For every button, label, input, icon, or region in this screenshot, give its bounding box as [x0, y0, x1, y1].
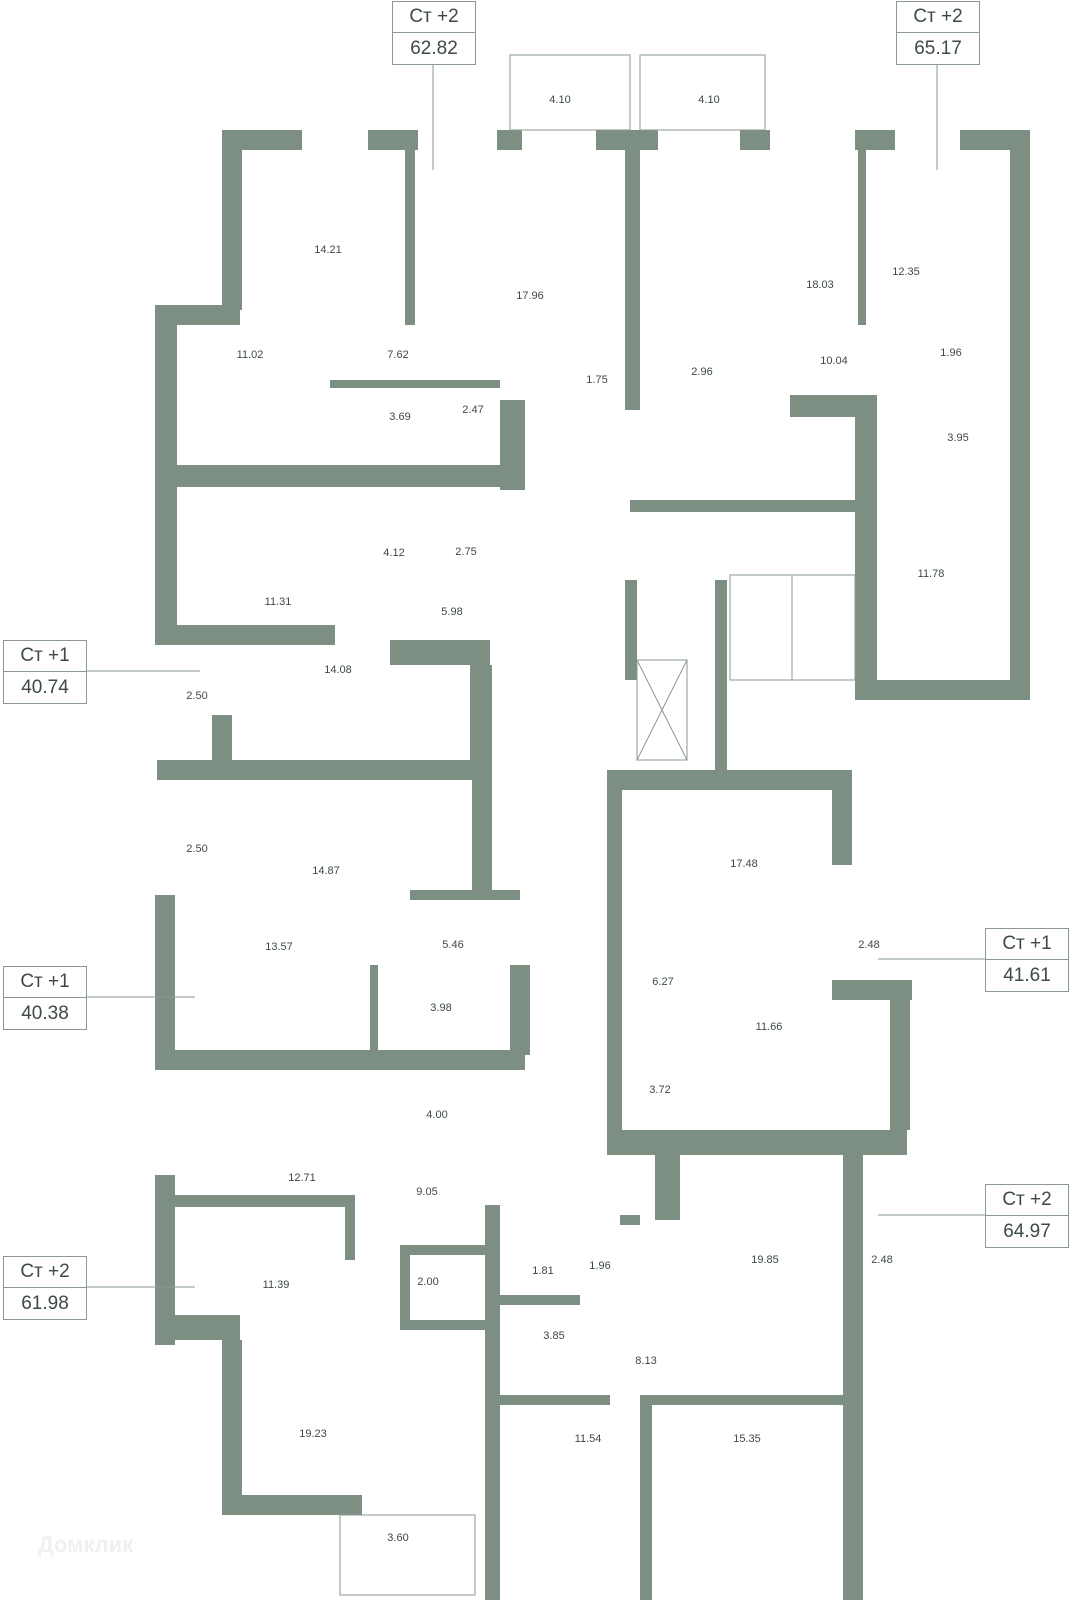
room-area-label: 18.03 [806, 279, 834, 291]
room-area-label: 14.87 [312, 865, 340, 877]
room-area-label: 11.31 [264, 596, 292, 608]
apartment-type: Ст +2 [393, 2, 475, 33]
room-area-label: 13.57 [265, 941, 293, 953]
room-area-label: 4.10 [698, 94, 720, 106]
apartment-type: Ст +2 [897, 2, 979, 33]
apartment-callout[interactable]: Ст +1 40.38 [3, 966, 87, 1030]
apartment-type: Ст +2 [4, 1257, 86, 1288]
room-area-label: 3.69 [389, 411, 411, 423]
room-area-label: 11.39 [262, 1279, 290, 1291]
room-area-label: 4.10 [549, 94, 571, 106]
room-area-label: 2.47 [462, 404, 484, 416]
apartment-callout[interactable]: Ст +1 41.61 [985, 928, 1069, 992]
room-area-label: 2.00 [417, 1276, 439, 1288]
apartment-callout[interactable]: Ст +1 40.74 [3, 640, 87, 704]
room-area-label: 2.48 [858, 939, 880, 951]
apartment-type: Ст +1 [4, 967, 86, 998]
apartment-callout[interactable]: Ст +2 65.17 [896, 1, 980, 65]
apartment-area: 61.98 [21, 1293, 69, 1314]
room-area-label: 11.78 [917, 568, 945, 580]
room-area-label: 17.48 [730, 858, 758, 870]
room-area-label: 2.50 [186, 843, 208, 855]
room-area-label: 17.96 [516, 290, 544, 302]
room-area-label: 15.35 [733, 1433, 761, 1445]
room-area-label: 11.02 [236, 349, 264, 361]
room-area-label: 1.81 [532, 1265, 554, 1277]
room-area-label: 2.48 [871, 1254, 893, 1266]
room-area-label: 19.23 [299, 1428, 327, 1440]
room-area-label: 3.98 [430, 1002, 452, 1014]
room-area-label: 1.75 [586, 374, 608, 386]
apartment-area: 62.82 [410, 38, 458, 59]
room-area-label: 19.85 [751, 1254, 779, 1266]
room-area-label: 10.04 [820, 355, 848, 367]
room-area-label: 12.71 [288, 1172, 316, 1184]
room-area-label: 14.21 [314, 244, 342, 256]
apartment-type: Ст +1 [4, 641, 86, 672]
apartment-area: 65.17 [914, 38, 962, 59]
room-area-label: 4.00 [426, 1109, 448, 1121]
domclick-watermark: Домклик [38, 1532, 134, 1557]
room-area-label: 12.35 [892, 266, 920, 278]
room-area-label: 8.13 [635, 1355, 657, 1367]
room-area-label: 11.54 [574, 1433, 602, 1445]
room-area-label: 2.50 [186, 690, 208, 702]
room-area-label: 5.46 [442, 939, 464, 951]
apartment-area: 40.38 [21, 1003, 69, 1024]
room-area-label: 2.96 [691, 366, 713, 378]
room-area-label: 6.27 [652, 976, 674, 988]
apartment-area: 64.97 [1003, 1221, 1051, 1242]
room-area-label: 3.72 [649, 1084, 671, 1096]
room-area-label: 7.62 [387, 349, 409, 361]
apartment-type: Ст +1 [986, 929, 1068, 960]
room-area-label: 1.96 [940, 347, 962, 359]
room-area-label: 2.75 [455, 546, 477, 558]
room-area-label: 9.05 [416, 1186, 438, 1198]
room-area-label: 3.85 [543, 1330, 565, 1342]
room-area-label: 4.12 [383, 547, 405, 559]
room-area-label: 3.60 [387, 1532, 409, 1544]
apartment-type: Ст +2 [986, 1185, 1068, 1216]
apartment-area: 40.74 [21, 677, 69, 698]
room-area-label: 1.96 [589, 1260, 611, 1272]
room-area-label: 5.98 [441, 606, 463, 618]
apartment-callout[interactable]: Ст +2 61.98 [3, 1256, 87, 1320]
apartment-callout[interactable]: Ст +2 64.97 [985, 1184, 1069, 1248]
apartment-callout[interactable]: Ст +2 62.82 [392, 1, 476, 65]
room-area-label: 11.66 [755, 1021, 783, 1033]
apartment-area: 41.61 [1003, 965, 1051, 986]
room-area-label: 14.08 [324, 664, 352, 676]
room-area-label: 3.95 [947, 432, 969, 444]
